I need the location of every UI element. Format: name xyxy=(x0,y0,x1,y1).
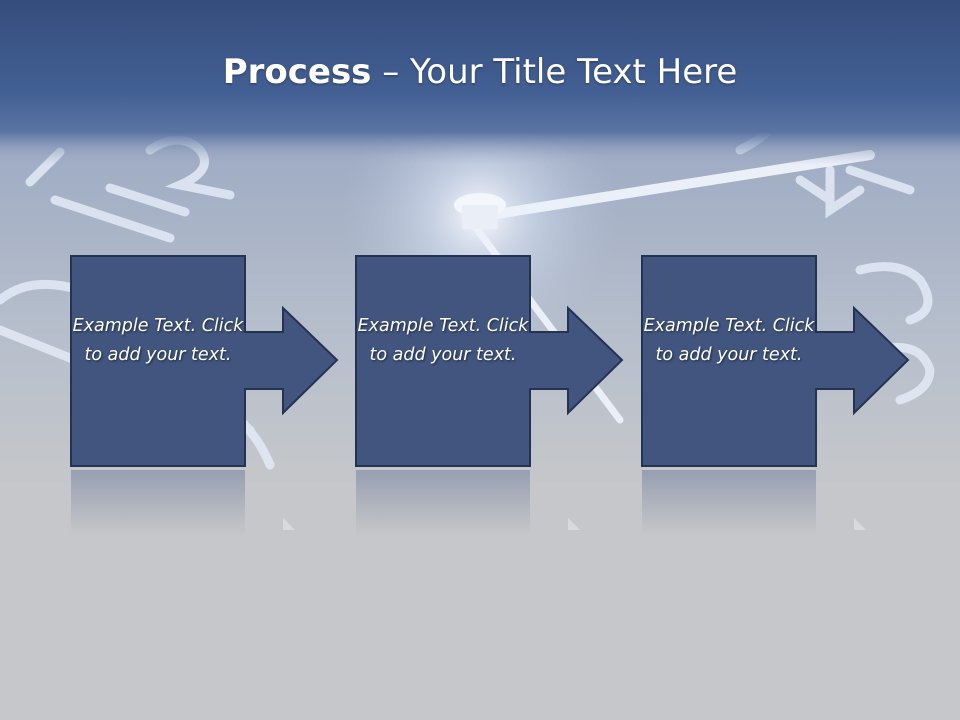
process-step-3[interactable]: Example Text. Click to add your text. xyxy=(641,255,910,536)
title-bold-text: Process xyxy=(222,52,372,92)
process-step-1[interactable]: Example Text. Click to add your text. xyxy=(70,255,339,536)
arrow-box-shape xyxy=(355,255,624,536)
page-title[interactable]: Process – Your Title Text Here xyxy=(0,52,960,92)
step-text[interactable]: Example Text. Click to add your text. xyxy=(72,316,244,365)
step-text[interactable]: Example Text. Click to add your text. xyxy=(643,316,815,365)
process-step-2[interactable]: Example Text. Click to add your text. xyxy=(355,255,624,536)
arrow-box-shape xyxy=(641,255,910,536)
arrow-box-shape xyxy=(70,255,339,536)
title-rest-text: – Your Title Text Here xyxy=(371,52,738,92)
step-text[interactable]: Example Text. Click to add your text. xyxy=(357,316,529,365)
